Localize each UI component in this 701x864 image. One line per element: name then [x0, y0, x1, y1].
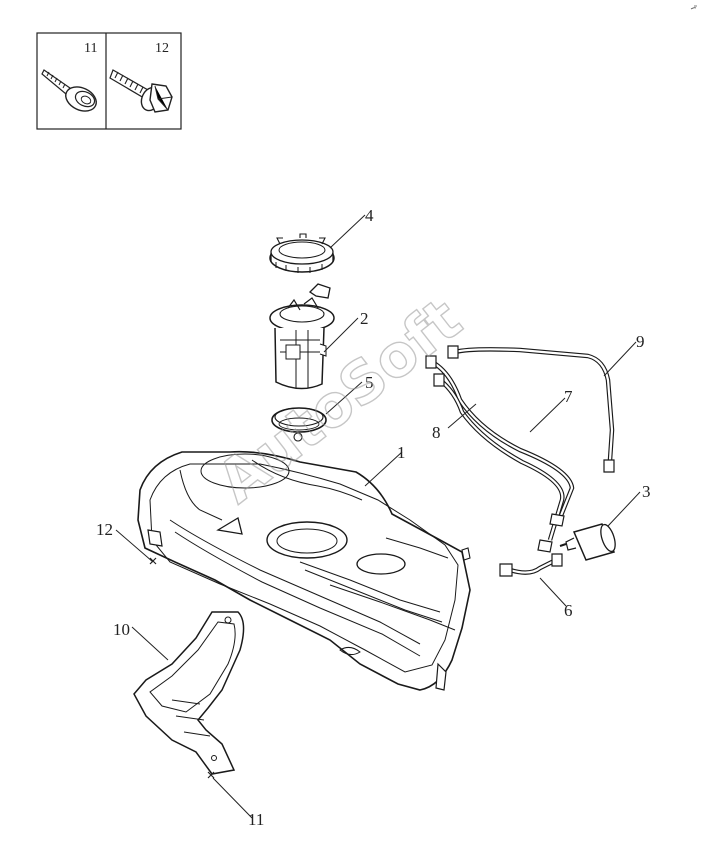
- fuel-pump-module: [269, 283, 335, 390]
- callout-11: 11: [248, 810, 264, 829]
- corner-mark: [690, 5, 697, 10]
- callout-10: 10: [113, 620, 130, 639]
- callout-1: 1: [397, 443, 406, 462]
- callout-3: 3: [642, 482, 651, 501]
- legend-number-11: 11: [84, 41, 97, 56]
- callout-12: 12: [96, 520, 113, 539]
- leader-lines: [115, 214, 641, 819]
- filter-hose: [499, 553, 563, 577]
- fastener-legend: 11 12: [36, 32, 182, 130]
- legend-number-12: 12: [155, 41, 169, 56]
- seal-ring: [271, 407, 327, 433]
- heat-shield: [133, 611, 245, 775]
- fuel-lines: [425, 355, 575, 553]
- callout-9: 9: [636, 332, 645, 351]
- return-line: [447, 345, 615, 473]
- callout-8: 8: [432, 423, 441, 442]
- fuel-filter: [559, 523, 616, 561]
- tapping-screw-with-washer-icon: [41, 69, 97, 112]
- callout-7: 7: [564, 387, 573, 406]
- lock-ring: [269, 233, 335, 273]
- fuel-tank: [137, 432, 471, 691]
- callout-4: 4: [365, 206, 374, 225]
- callout-6: 6: [564, 601, 573, 620]
- callout-2: 2: [360, 309, 369, 328]
- callout-labels: 1 2 3 4 5 6 7 8 9 10 11 12: [96, 206, 651, 829]
- hex-flange-bolt-icon: [109, 69, 173, 113]
- callout-5: 5: [365, 373, 374, 392]
